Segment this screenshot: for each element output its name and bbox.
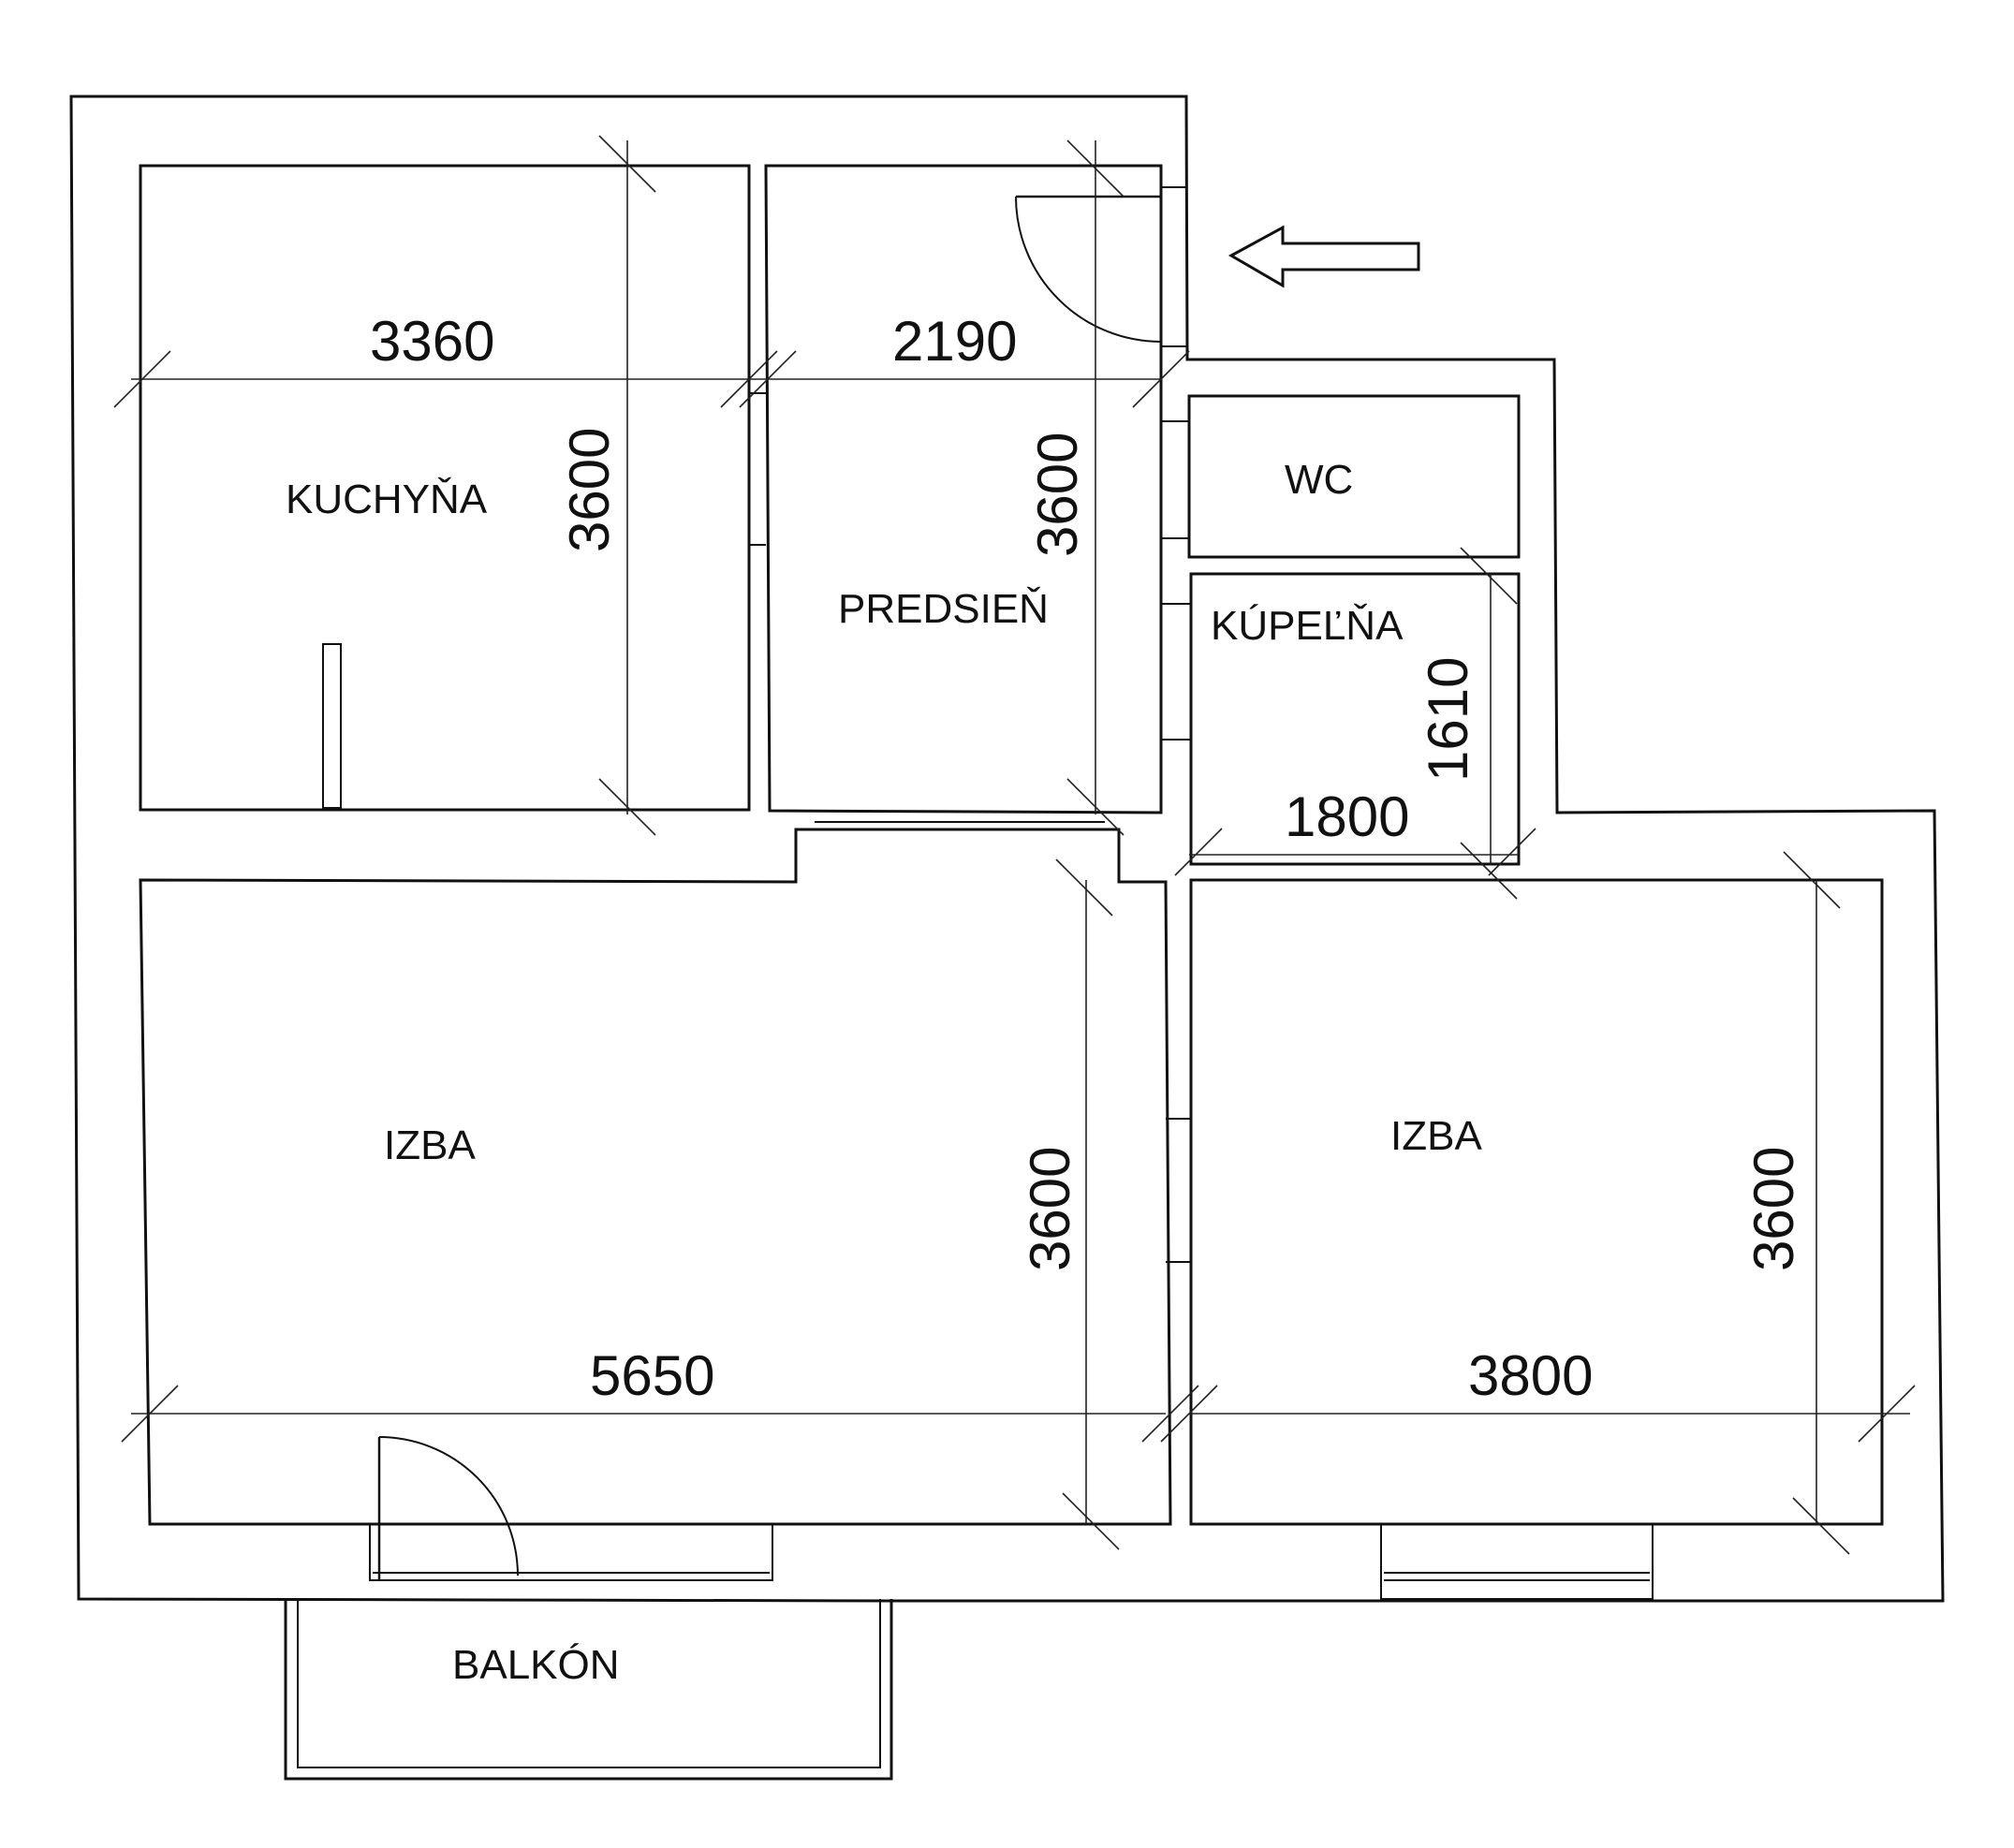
dim-bathroom-width: 1800 [1285, 785, 1409, 848]
balcony-outline [284, 1599, 893, 1781]
room-label-bathroom: KÚPEĽŇA [1211, 603, 1404, 649]
entrance-arrow-icon [1228, 225, 1420, 288]
dim-hall-depth: 3600 [1026, 433, 1089, 557]
dim-room-right-depth: 3600 [1742, 1147, 1805, 1271]
kitchen-partition [322, 643, 342, 809]
room-label-kitchen: KUCHYŇA [286, 477, 488, 522]
outer-wall [69, 95, 1945, 1603]
room-label-hall: PREDSIEŇ [838, 586, 1049, 632]
room-label-room-left: IZBA [384, 1122, 476, 1168]
dim-hall-width: 2190 [892, 310, 1017, 373]
dim-kitchen-depth: 3600 [558, 428, 621, 552]
dim-room-right-width: 3800 [1468, 1344, 1593, 1407]
bathroom-outline [1189, 572, 1521, 866]
wall-jambs [749, 186, 1191, 1263]
entrance-door [1015, 195, 1162, 343]
right-room-window [1380, 1523, 1654, 1600]
room-label-room-right: IZBA [1390, 1113, 1482, 1159]
room-left-outline [139, 828, 1172, 1526]
dim-kitchen-width: 3360 [370, 310, 494, 373]
dimension-lines [113, 135, 1916, 1555]
kitchen-outline [139, 164, 751, 812]
dim-bathroom-depth: 1610 [1417, 657, 1479, 782]
hall-outline [764, 164, 1163, 814]
room-label-wc: WC [1285, 457, 1353, 503]
dim-room-left-depth: 3600 [1019, 1147, 1081, 1271]
dim-room-left-width: 5650 [590, 1344, 714, 1407]
room-label-balcony: BALKÓN [452, 1642, 620, 1688]
balcony-door [369, 1436, 773, 1581]
wc-outline [1187, 394, 1521, 559]
